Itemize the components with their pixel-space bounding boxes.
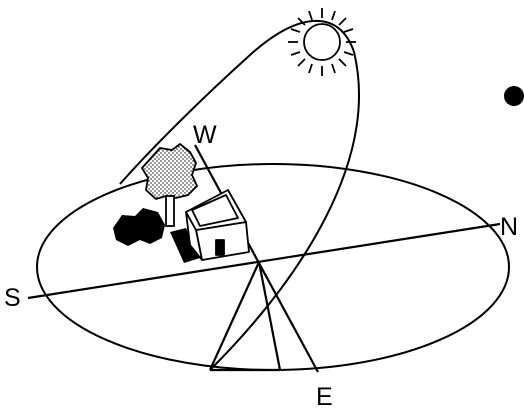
label-north: N — [500, 213, 518, 241]
altitude-lines — [210, 262, 280, 370]
shadow-icon — [113, 208, 165, 246]
house-icon — [186, 190, 249, 260]
sun-icon — [288, 8, 356, 76]
label-west: W — [193, 121, 217, 149]
label-south: S — [4, 284, 21, 312]
label-east: E — [316, 383, 333, 411]
bullet-icon — [504, 86, 524, 106]
